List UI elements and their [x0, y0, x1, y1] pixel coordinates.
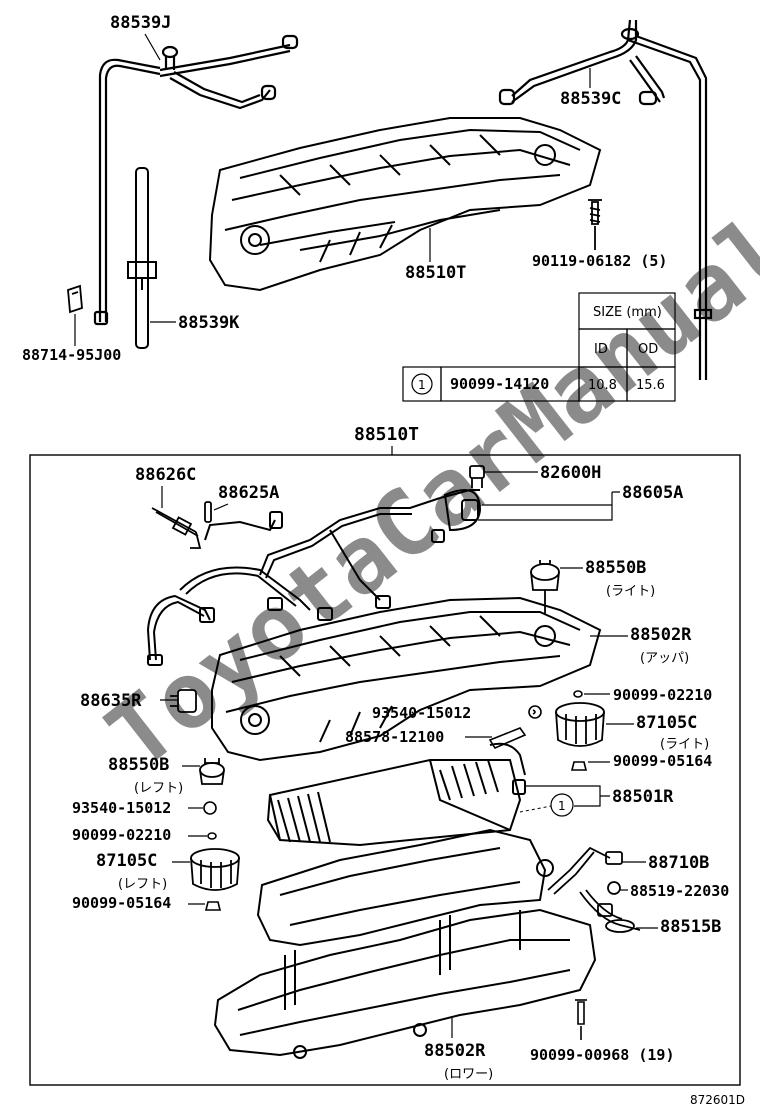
leader-88501r: [525, 785, 610, 807]
label-88635r: 88635R: [80, 691, 142, 711]
actuator-88550b-right: [530, 560, 560, 615]
label-88539k: 88539K: [178, 313, 240, 333]
label-90099-02210-left: 90099-02210: [72, 826, 171, 844]
size-table-row-part: 90099-14120: [450, 375, 549, 393]
label-88539j: 88539J: [110, 13, 171, 33]
ring-marker-1-label: 1: [558, 799, 566, 813]
size-table-col-id: ID: [594, 342, 608, 357]
label-87105c-left: 87105C: [96, 851, 157, 871]
label-88625a: 88625A: [218, 483, 279, 503]
label-90099-05164-left: 90099-05164: [72, 894, 171, 912]
label-88519: 88519-22030: [630, 882, 729, 900]
label-88710b: 88710B: [648, 853, 709, 873]
sensor-88710b-88515b: [547, 846, 641, 933]
assembly-title: 88510T: [354, 424, 419, 445]
label-87105c-right-note: (ライト): [660, 737, 709, 752]
size-table-col-od: OD: [638, 342, 658, 357]
label-88550b-left-note: (レフト): [134, 781, 183, 796]
small-parts-left: [203, 801, 222, 911]
label-90099-02210-right: 90099-02210: [613, 686, 712, 704]
leader-88539j: [144, 33, 161, 61]
label-90119: 90119-06182 (5): [532, 252, 667, 270]
leader-ring-dashed: [519, 805, 552, 813]
wire-harness: [146, 489, 482, 666]
figure-code: 872601D: [690, 1093, 745, 1107]
sensor-88626c: [151, 507, 202, 549]
label-88515b: 88515B: [660, 917, 721, 937]
actuator-88550b-left: [199, 758, 225, 785]
actuator-88635r: [170, 689, 197, 713]
size-table-row-no: 1: [418, 378, 426, 392]
hose-88539c: [498, 19, 713, 380]
case-lower-88502r: [213, 908, 597, 1059]
ring-marker-1: [550, 793, 574, 817]
motor-87105c-right: [555, 702, 605, 747]
hose-88539j: [93, 34, 299, 326]
assembly-frame: [29, 454, 741, 1086]
hose-88539k: [127, 167, 157, 349]
screw-90099-00968: [575, 999, 587, 1040]
size-table-header: SIZE (mm): [593, 305, 662, 320]
unit-88510t-upper: [208, 117, 602, 292]
clip-88714: [67, 284, 83, 314]
label-88502r-upper-note: (アッパ): [640, 651, 689, 666]
label-88510t-upper: 88510T: [405, 263, 466, 283]
label-93540-15012-right: 93540-15012: [372, 704, 471, 722]
label-88550b-right: 88550B: [585, 558, 646, 578]
label-88501r: 88501R: [612, 787, 674, 807]
label-88539c: 88539C: [560, 89, 621, 109]
size-table: [402, 292, 676, 402]
label-88502r-lower: 88502R: [424, 1041, 486, 1061]
label-82600h: 82600H: [540, 463, 601, 483]
label-93540-15012-left: 93540-15012: [72, 799, 171, 817]
label-88714: 88714-95J00: [22, 346, 121, 364]
label-90099-05164-right: 90099-05164: [613, 752, 712, 770]
leader-88605a: [478, 491, 620, 521]
case-middle: [256, 828, 554, 947]
size-table-row-id: 10.8: [588, 378, 617, 393]
screw-90119: [588, 199, 602, 250]
case-upper-88502r: [211, 596, 602, 762]
label-88550b-left: 88550B: [108, 755, 169, 775]
label-88605a: 88605A: [622, 483, 683, 503]
motor-87105c-left: [190, 848, 240, 891]
label-88502r-lower-note: (ロワー): [444, 1067, 493, 1082]
label-87105c-right: 87105C: [636, 713, 697, 733]
leader-88625a: [213, 503, 229, 511]
label-88626c: 88626C: [135, 465, 196, 485]
sensor-88625a: [204, 501, 212, 523]
label-88550b-right-note: (ライト): [606, 584, 655, 599]
label-88502r-upper: 88502R: [630, 625, 692, 645]
label-90099-00968: 90099-00968 (19): [530, 1046, 675, 1064]
label-88578: 88578-12100: [345, 728, 444, 746]
size-table-row-od: 15.6: [636, 378, 665, 393]
small-parts-right: [488, 690, 588, 771]
label-87105c-left-note: (レフト): [118, 877, 167, 892]
evaporator-88501r: [266, 742, 526, 847]
